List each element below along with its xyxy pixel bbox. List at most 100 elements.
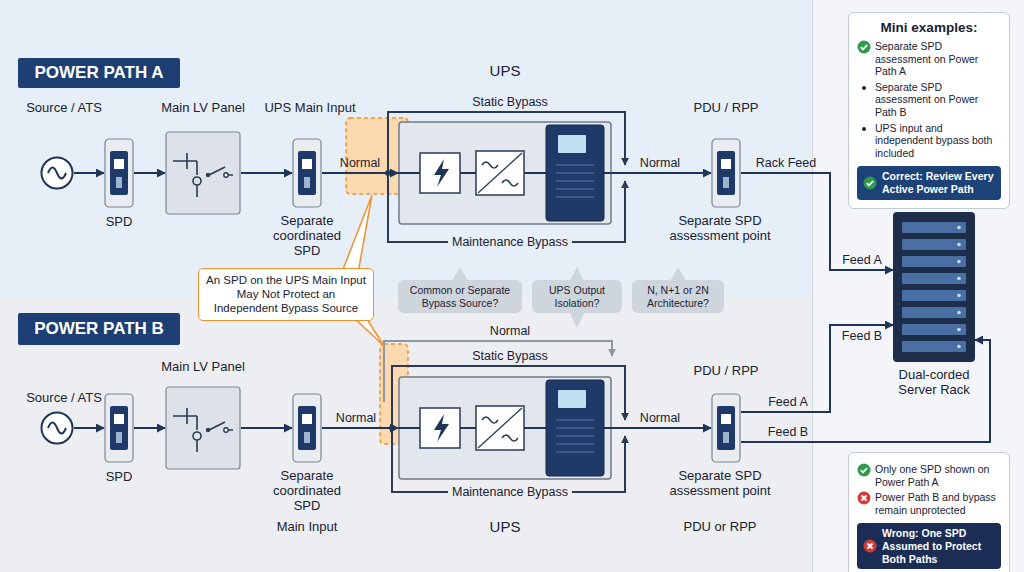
spd-device: SPD bbox=[104, 138, 134, 208]
server-rack-art bbox=[893, 212, 975, 362]
device-label: PDU / RPP bbox=[681, 364, 771, 379]
power-connector bbox=[322, 172, 398, 174]
device-label: Source / ATS bbox=[16, 101, 112, 116]
power-connector bbox=[612, 172, 711, 174]
line-label: Normal bbox=[488, 324, 532, 338]
edge-label: Feed A bbox=[766, 395, 810, 409]
pdu-device: PDU / RPPSeparate SPD assessment pointPD… bbox=[711, 393, 741, 463]
line-label: Feed A bbox=[840, 253, 884, 267]
correct-bar: Correct: Review Every Active Power Path bbox=[857, 166, 1001, 199]
device-label: PDU / RPP bbox=[681, 101, 771, 116]
pill-pointer bbox=[452, 267, 468, 281]
ups-block-art bbox=[398, 376, 612, 480]
power-connector bbox=[612, 427, 711, 429]
device-label: Separate SPD assessment point bbox=[660, 469, 780, 499]
line-label: Maintenance Bypass bbox=[448, 485, 572, 499]
device-label: Separate coordinated SPD bbox=[259, 214, 355, 259]
source-symbol: Source / ATS bbox=[40, 411, 74, 445]
example-card: Mini examples: Separate SPD assessment on… bbox=[848, 12, 1010, 209]
device-label: Main LV Panel bbox=[148, 360, 258, 375]
pill-text: N, N+1 or 2N Architecture? bbox=[637, 284, 719, 309]
example-item: Separate SPD assessment on Power Path B bbox=[857, 81, 1001, 119]
banner-text: POWER PATH A bbox=[34, 63, 163, 83]
device-label: SPD bbox=[94, 215, 144, 230]
source-symbol-art bbox=[40, 156, 74, 190]
power-connector bbox=[134, 172, 165, 174]
device-label: Dual-corded Server Rack bbox=[879, 368, 989, 398]
server-rack: Dual-corded Server Rack bbox=[893, 212, 975, 362]
device-label: UPS bbox=[475, 62, 535, 79]
ups-block: UPS bbox=[398, 121, 612, 225]
power-connector bbox=[741, 173, 893, 270]
pill-pointer bbox=[670, 267, 686, 281]
pdu-device-art bbox=[711, 138, 741, 208]
example-item: Only one SPD shown on Power Path A bbox=[857, 463, 1001, 488]
line-label: Static Bypass bbox=[470, 349, 550, 363]
check-icon bbox=[863, 176, 877, 190]
wrong-bar: Wrong: One SPD Assumed to Protect Both P… bbox=[857, 523, 1001, 569]
banner-text: POWER PATH B bbox=[34, 319, 164, 339]
pdu-device: PDU / RPPSeparate SPD assessment point bbox=[711, 138, 741, 208]
ups-block-art bbox=[398, 121, 612, 225]
edge-label: Normal bbox=[334, 411, 378, 425]
spd-device: Separate coordinated SPDMain Input bbox=[292, 393, 322, 463]
question-pill: Common or Separate Bypass Source? bbox=[398, 280, 522, 313]
pill-text: UPS Output Isolation? bbox=[537, 284, 617, 309]
path-banner: POWER PATH A bbox=[18, 58, 180, 88]
power-connector bbox=[74, 172, 104, 174]
edge-label: Feed B bbox=[766, 425, 810, 439]
power-connector bbox=[241, 172, 292, 174]
pill-pointer bbox=[570, 313, 584, 328]
line-label: Feed B bbox=[840, 329, 884, 343]
example-text: UPS input and independent bypass both in… bbox=[875, 122, 1001, 160]
lv-panel-art bbox=[165, 386, 241, 470]
question-pill: N, N+1 or 2N Architecture? bbox=[632, 280, 724, 313]
spd-device: SPD bbox=[104, 393, 134, 463]
example-text: Separate SPD assessment on Power Path B bbox=[875, 81, 1001, 119]
edge-label: Normal bbox=[638, 411, 682, 425]
pill-text: Common or Separate Bypass Source? bbox=[403, 284, 517, 309]
bar-text: Wrong: One SPD Assumed to Protect Both P… bbox=[882, 527, 995, 565]
card-heading: Mini examples: bbox=[857, 20, 1001, 35]
dot-icon bbox=[857, 81, 871, 95]
edge-label: Rack Feed bbox=[754, 156, 818, 170]
x-icon bbox=[863, 539, 877, 553]
edge-label: Normal bbox=[338, 156, 382, 170]
example-item: Separate SPD assessment on Power Path A bbox=[857, 40, 1001, 78]
spd-device-art bbox=[104, 393, 134, 463]
device-label: PDU or RPP bbox=[665, 520, 775, 535]
ups-block: UPS bbox=[398, 376, 612, 480]
spd-device-art bbox=[104, 138, 134, 208]
pdu-device-art bbox=[711, 393, 741, 463]
source-symbol-art bbox=[40, 411, 74, 445]
example-item: Power Path B and bypass remain unprotect… bbox=[857, 491, 1001, 516]
bar-text: Correct: Review Every Active Power Path bbox=[882, 170, 995, 195]
spd-device-art bbox=[292, 138, 322, 208]
lv-panel: Main LV Panel bbox=[165, 386, 241, 470]
x-icon bbox=[857, 491, 871, 505]
example-text: Only one SPD shown on Power Path A bbox=[875, 463, 1001, 488]
lv-panel-art bbox=[165, 131, 241, 215]
path-banner: POWER PATH B bbox=[18, 313, 180, 345]
power-connector bbox=[74, 427, 104, 429]
spd-device-art bbox=[292, 393, 322, 463]
line-label: Static Bypass bbox=[470, 95, 550, 109]
power-connector bbox=[322, 427, 398, 429]
device-label: Source / ATS bbox=[16, 391, 112, 406]
lv-panel: Main LV Panel bbox=[165, 131, 241, 215]
example-text: Power Path B and bypass remain unprotect… bbox=[875, 491, 1001, 516]
power-connector bbox=[134, 427, 165, 429]
dot-icon bbox=[857, 122, 871, 136]
check-icon bbox=[857, 463, 871, 477]
example-text: Separate SPD assessment on Power Path A bbox=[875, 40, 1001, 78]
warning-callout: An SPD on the UPS Main Input May Not Pro… bbox=[198, 268, 374, 321]
example-item: UPS input and independent bypass both in… bbox=[857, 122, 1001, 160]
device-label: Main Input bbox=[257, 520, 357, 535]
question-pill: UPS Output Isolation? bbox=[532, 280, 622, 313]
device-label: Separate SPD assessment point bbox=[660, 214, 780, 244]
device-label: UPS bbox=[475, 518, 535, 535]
device-label: UPS Main Input bbox=[255, 101, 365, 116]
device-label: Separate coordinated SPD bbox=[259, 469, 355, 514]
pill-pointer bbox=[570, 267, 584, 281]
